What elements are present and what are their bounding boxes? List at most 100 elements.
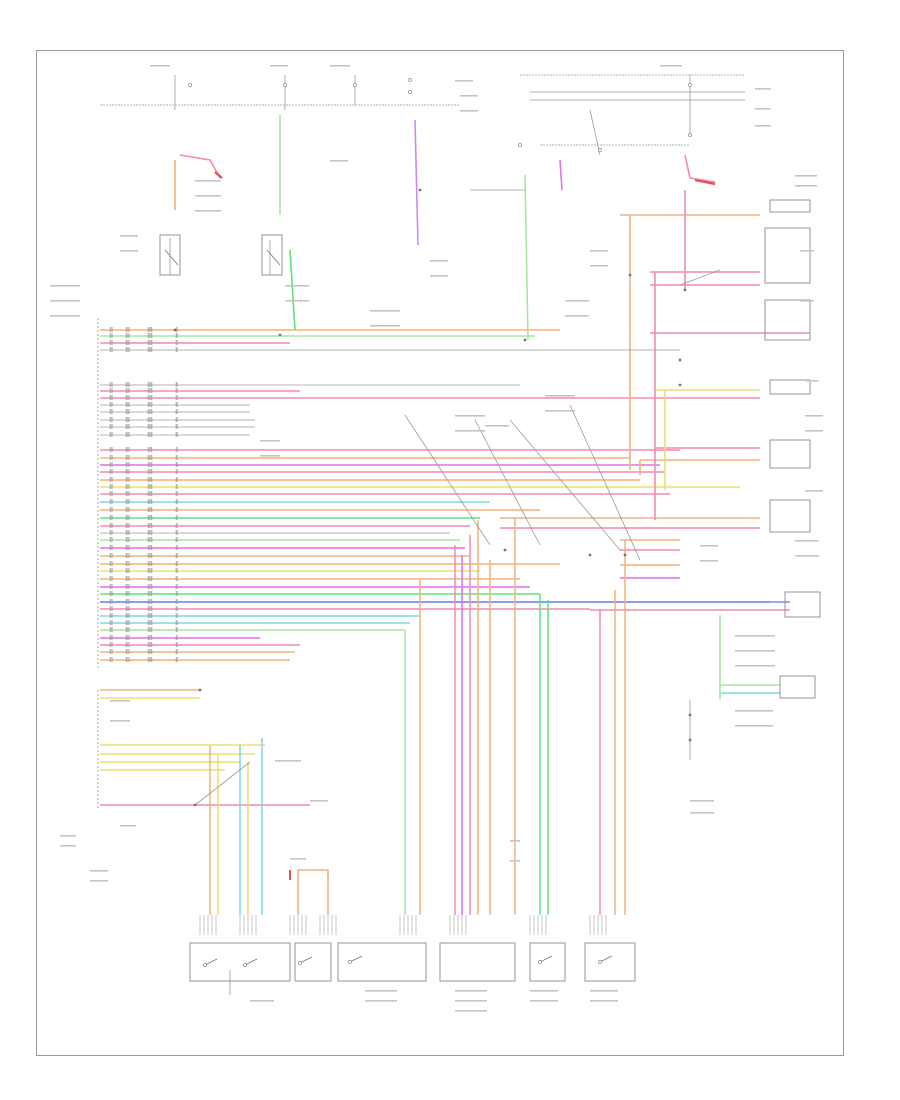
illegible-label-14 xyxy=(120,250,138,252)
illegible-label-0 xyxy=(150,65,170,67)
illegible-label-28 xyxy=(800,250,814,252)
illegible-label-61 xyxy=(590,1000,618,1002)
illegible-label-57 xyxy=(455,1010,487,1012)
illegible-label-67 xyxy=(290,858,306,860)
illegible-label-19 xyxy=(370,325,400,327)
illegible-label-46 xyxy=(310,800,328,802)
illegible-label-73 xyxy=(455,430,485,432)
switch-glyph-0 xyxy=(204,958,218,966)
splice-14 xyxy=(688,738,692,742)
switch-pivot-5 xyxy=(598,960,602,964)
illegible-label-25 xyxy=(565,315,589,317)
illegible-label-37 xyxy=(700,560,718,562)
switch-pivot-2 xyxy=(298,961,302,965)
illegible-label-65 xyxy=(90,870,108,872)
illegible-label-52 xyxy=(120,825,136,827)
illegible-label-56 xyxy=(455,1000,487,1002)
splice-6 xyxy=(678,358,682,362)
fuse-terminal-c xyxy=(353,83,357,87)
illegible-label-62 xyxy=(365,990,397,992)
illegible-label-76 xyxy=(485,425,509,427)
tr-sensor-b-box xyxy=(439,942,516,982)
illegible-label-8 xyxy=(755,108,771,110)
illegible-label-11 xyxy=(195,195,221,197)
illegible-label-68 xyxy=(510,840,520,842)
illegible-label-2 xyxy=(330,65,350,67)
illegible-label-44 xyxy=(690,812,714,814)
wire-top-pink xyxy=(179,154,221,179)
fuse-terminal-b xyxy=(283,83,287,87)
illegible-label-59 xyxy=(530,1000,558,1002)
shift-solenoid-box xyxy=(764,227,811,284)
relay-terminal-d xyxy=(598,148,602,152)
illegible-label-48 xyxy=(50,300,80,302)
illegible-label-66 xyxy=(90,880,108,882)
junction-line-c xyxy=(589,109,601,156)
wire-mid-magenta xyxy=(559,159,563,191)
illegible-label-5 xyxy=(460,95,478,97)
illegible-label-74 xyxy=(545,395,575,397)
splice-8 xyxy=(503,548,507,552)
relay-terminal-c xyxy=(518,143,522,147)
fuse-terminal-d xyxy=(688,83,692,87)
splice-10 xyxy=(588,553,592,557)
switch-glyph-2 xyxy=(299,956,313,964)
switch-pivot-0 xyxy=(203,963,207,967)
illegible-label-6 xyxy=(460,110,478,112)
illegible-label-17 xyxy=(330,160,348,162)
relay-terminal xyxy=(408,78,412,82)
illegible-label-26 xyxy=(795,175,817,177)
illegible-label-24 xyxy=(565,300,589,302)
switch-arm-a xyxy=(164,249,179,266)
illegible-label-43 xyxy=(690,800,714,802)
wire-top-right-pink xyxy=(684,154,716,183)
illegible-label-75 xyxy=(545,410,575,412)
shift-solenoid-b-box xyxy=(764,299,811,341)
illegible-label-15 xyxy=(285,285,309,287)
illegible-label-51 xyxy=(110,720,130,722)
leader-line-c xyxy=(509,419,621,551)
illegible-label-21 xyxy=(430,275,448,277)
wire-top-violet xyxy=(414,119,419,246)
illegible-label-34 xyxy=(795,540,819,542)
illegible-label-27 xyxy=(795,185,817,187)
wire-top-red xyxy=(214,171,223,179)
illegible-label-3 xyxy=(660,65,682,67)
component-right-a xyxy=(769,199,811,213)
illegible-label-30 xyxy=(805,380,819,382)
wire-layer xyxy=(100,115,810,915)
switch-pivot-4 xyxy=(538,960,542,964)
splice-4 xyxy=(683,288,687,292)
illegible-label-71 xyxy=(260,455,280,457)
illegible-label-22 xyxy=(590,250,608,252)
vss-box xyxy=(779,675,816,699)
illegible-label-18 xyxy=(370,310,400,312)
fuse-terminal-a xyxy=(188,83,192,87)
wire-top-green-b xyxy=(289,249,296,331)
illegible-label-29 xyxy=(800,300,814,302)
ect-sensor-box xyxy=(529,942,566,982)
leader-line-b xyxy=(474,419,541,546)
splice-7 xyxy=(678,383,682,387)
oss-box xyxy=(784,591,821,618)
leader-line-e xyxy=(194,761,251,806)
leader-line-d xyxy=(569,404,641,561)
splice-2 xyxy=(418,188,422,192)
splice-13 xyxy=(688,713,692,717)
illegible-label-69 xyxy=(510,860,520,862)
leader-line-f xyxy=(679,269,721,286)
illegible-label-70 xyxy=(260,440,280,442)
illegible-label-4 xyxy=(455,80,473,82)
switch-pivot-1 xyxy=(243,963,247,967)
illegible-label-12 xyxy=(195,210,221,212)
splice-3 xyxy=(523,338,527,342)
illegible-label-35 xyxy=(795,555,819,557)
splice-1 xyxy=(278,333,282,337)
illegible-label-1 xyxy=(270,65,288,67)
brake-pedal-switch xyxy=(261,234,283,276)
illegible-label-31 xyxy=(805,415,823,417)
illegible-label-47 xyxy=(50,285,80,287)
illegible-label-42 xyxy=(735,725,773,727)
illegible-label-7 xyxy=(755,88,771,90)
